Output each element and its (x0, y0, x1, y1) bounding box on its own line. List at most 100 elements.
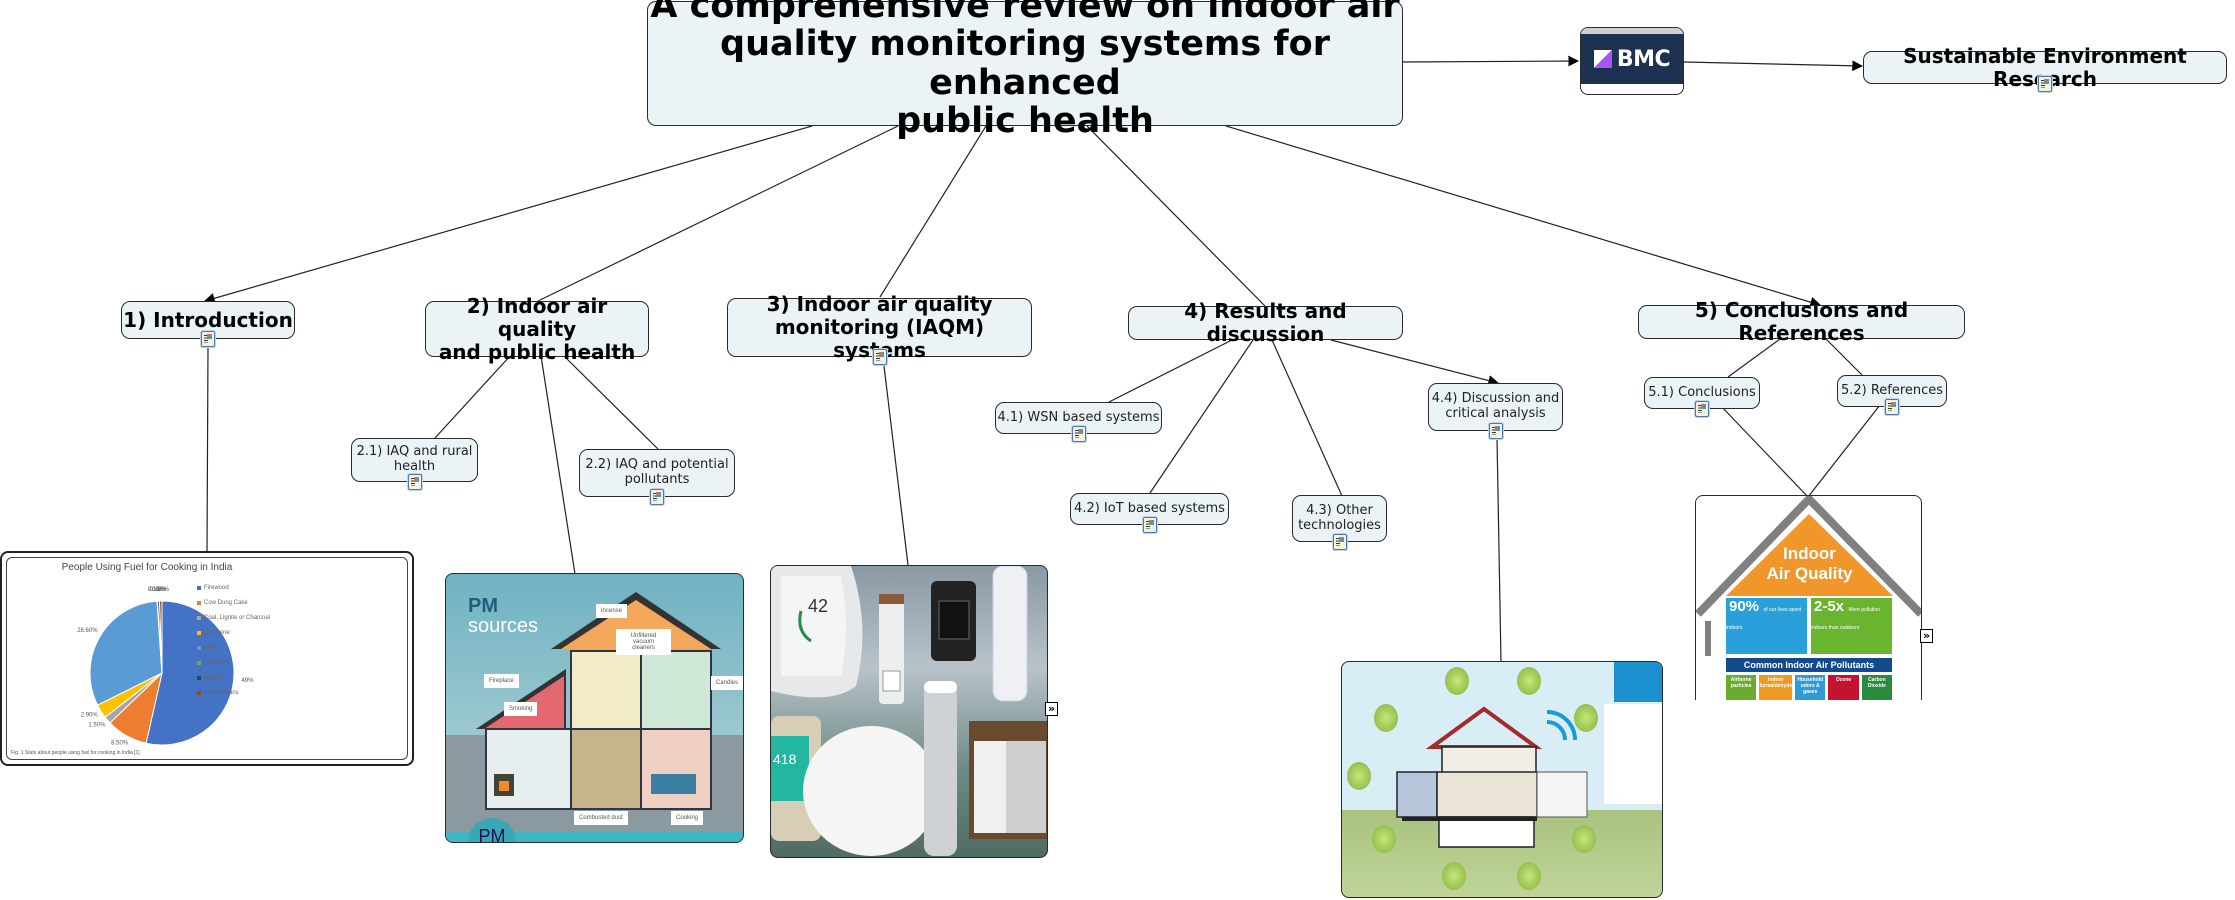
section-node-results-discussion[interactable]: 4) Results and discussion (1128, 300, 1403, 346)
edge-s2-s21 (434, 355, 511, 439)
pm-title-light: sources (468, 615, 539, 637)
tv-icon (1347, 762, 1371, 790)
expand-icon[interactable]: » (1920, 629, 1933, 643)
pie-legend-label: Firewood (204, 584, 229, 591)
edge-s2-s22 (563, 355, 659, 450)
expand-icon[interactable]: » (1045, 702, 1058, 716)
subsection-node-references[interactable]: 5.2) References (1837, 375, 1947, 415)
pie-legend-swatch (197, 690, 201, 695)
pie-figure-frame: People Using Fuel for Cooking in India 4… (6, 557, 408, 760)
pie-legend-label: LPG (204, 644, 217, 651)
pie-slice-firewood (145, 600, 235, 746)
pie-slice-lpg (89, 600, 163, 706)
subsection-node-conclusions[interactable]: 5.1) Conclusions (1644, 377, 1760, 417)
edge-s5-s51 (1727, 338, 1781, 378)
iaq-pollutant-tile: Indoor formaldehyde (1759, 675, 1792, 700)
subsection-node-iaq-pollutants[interactable]: 2.2) IAQ and potential pollutants (579, 449, 735, 505)
section-node-iaqm-systems[interactable]: 3) Indoor air quality monitoring (IAQM) … (727, 293, 1032, 365)
edge-s3-devices (883, 365, 909, 566)
section-label: 1) Introduction (123, 307, 293, 332)
fridge-icon (1374, 704, 1398, 732)
resource-attachment-icon[interactable] (2038, 76, 2052, 92)
pie-legend-item: Coal, Lignite or Charcoal (197, 610, 270, 625)
edge-s5-s52 (1825, 338, 1863, 376)
resource-attachment-icon[interactable] (650, 489, 664, 505)
resource-attachment-icon[interactable] (1488, 423, 1503, 439)
subsection-node-discussion-critical-analysis[interactable]: 4.4) Discussion and critical analysis (1428, 383, 1563, 439)
pie-legend-swatch (197, 645, 201, 650)
iaq-pollutant-tile: Carbon Dioxide (1861, 675, 1893, 700)
bmc-node-topbar (1581, 28, 1683, 34)
resource-attachment-icon[interactable] (1332, 534, 1347, 550)
image-node-iaqm-devices[interactable]: 42 418 (770, 565, 1048, 858)
pie-legend-item: Biogas (197, 670, 270, 685)
subsection-label: 5.2) References (1840, 382, 1944, 398)
pm-tag-vacuum: Unfiltered vacuum cleaners (616, 629, 671, 655)
edge-s4-s44 (1330, 339, 1500, 386)
pie-slice-value-label: 0.40% (149, 587, 167, 593)
pie-figure-caption: Fig. 1 Stats about people using fuel for… (11, 750, 140, 756)
bmc-logo: BMC (1581, 34, 1683, 84)
journal-node[interactable]: Sustainable Environment Research (1863, 44, 2227, 92)
pie-figure-chart: 49%8.50%1.50%2.90%28.60%0.10%0.40%0.50% (77, 587, 254, 746)
subsection-label: 4.3) Other technologies (1298, 502, 1381, 533)
root-topic-node[interactable]: A comprehensive review on indoor air qua… (647, 0, 1403, 140)
pm-sources-title: PM sources (468, 596, 538, 636)
iaq-pollutant-tile: Household odors & gases (1795, 675, 1826, 700)
resource-attachment-icon[interactable] (1071, 426, 1086, 442)
pie-slice-other-means (159, 600, 163, 674)
subsection-label: 4.2) IoT based systems (1074, 500, 1225, 516)
pie-legend-label: Biogas (204, 674, 223, 681)
edge-s1-pie (206, 347, 209, 553)
pm-bottom-band (446, 832, 743, 842)
iaqm-devices-photo (771, 566, 1047, 856)
iaq-pollutant-tile: Ozone (1828, 675, 1859, 700)
resource-attachment-icon[interactable] (407, 474, 422, 490)
pie-legend-label: Electricity (204, 659, 230, 666)
iaq-stat-1-text: of our lives spent indoors (1726, 607, 1802, 631)
pie-legend-swatch (197, 600, 201, 605)
bmc-logo-mark-icon (1593, 50, 1612, 68)
subsection-node-iaq-rural-health[interactable]: 2.1) IAQ and rural health (351, 438, 478, 490)
iaq-banner: Common Indoor Air Pollutants (1726, 658, 1892, 672)
pm-house-illustration (476, 592, 721, 810)
edge-root-s1 (203, 125, 813, 304)
pie-legend-swatch (197, 675, 201, 680)
smart-home-illustration (1396, 662, 1662, 848)
pie-slice-value-label: 0.50% (152, 587, 170, 593)
subsection-node-wsn-systems[interactable]: 4.1) WSN based systems (995, 402, 1162, 442)
garage-door-icon (1517, 862, 1541, 890)
bmc-publisher-node[interactable]: BMC (1580, 27, 1684, 95)
resource-attachment-icon[interactable] (872, 349, 887, 365)
subsection-label: 2.2) IAQ and potential pollutants (585, 457, 729, 487)
edge-s4-s43 (1271, 339, 1343, 497)
image-node-iaq-poster[interactable]: Indoor Air Quality 90% of our lives spen… (1695, 495, 1922, 700)
resource-attachment-icon[interactable] (1695, 401, 1709, 417)
section-node-introduction[interactable]: 1) Introduction (121, 301, 295, 347)
image-node-fuel-pie-chart[interactable]: People Using Fuel for Cooking in India 4… (0, 551, 414, 766)
subsection-node-iot-systems[interactable]: 4.2) IoT based systems (1070, 493, 1229, 533)
subsection-label: 5.1) Conclusions (1648, 384, 1756, 400)
resource-attachment-icon[interactable] (1885, 399, 1899, 415)
pm-tag-smoking: Smoking (504, 702, 538, 716)
resource-attachment-icon[interactable] (201, 331, 215, 347)
lightbulb-icon (1445, 667, 1469, 695)
pie-legend-label: Cow Dung Cake (204, 599, 248, 606)
resource-attachment-icon[interactable] (1142, 517, 1157, 533)
image-node-pm-sources[interactable]: PM sources Incense Unfiltered vacuum cle… (445, 573, 744, 843)
pie-legend-item: Kerosene (197, 625, 270, 640)
section-node-conclusions-references[interactable]: 5) Conclusions and References (1638, 299, 1965, 345)
section-node-iaq-public-health[interactable]: 2) Indoor air quality and public health (425, 294, 649, 363)
pie-slice-value-label: 28.60% (77, 628, 98, 634)
pm-title-bold: PM (468, 595, 498, 617)
iaq-stat-1: 90% of our lives spent indoors (1726, 598, 1807, 654)
image-node-smart-home[interactable] (1341, 661, 1663, 898)
root-topic-label: A comprehensive review on indoor air qua… (650, 0, 1400, 141)
pie-legend-item: Firewood (197, 580, 270, 595)
subsection-node-other-technologies[interactable]: 4.3) Other technologies (1292, 495, 1387, 550)
pm-tag-candles: Candles (711, 676, 743, 690)
pie-slice-value-label: 8.50% (111, 740, 129, 746)
iaq-poster-title: Indoor Air Quality (1766, 544, 1853, 583)
